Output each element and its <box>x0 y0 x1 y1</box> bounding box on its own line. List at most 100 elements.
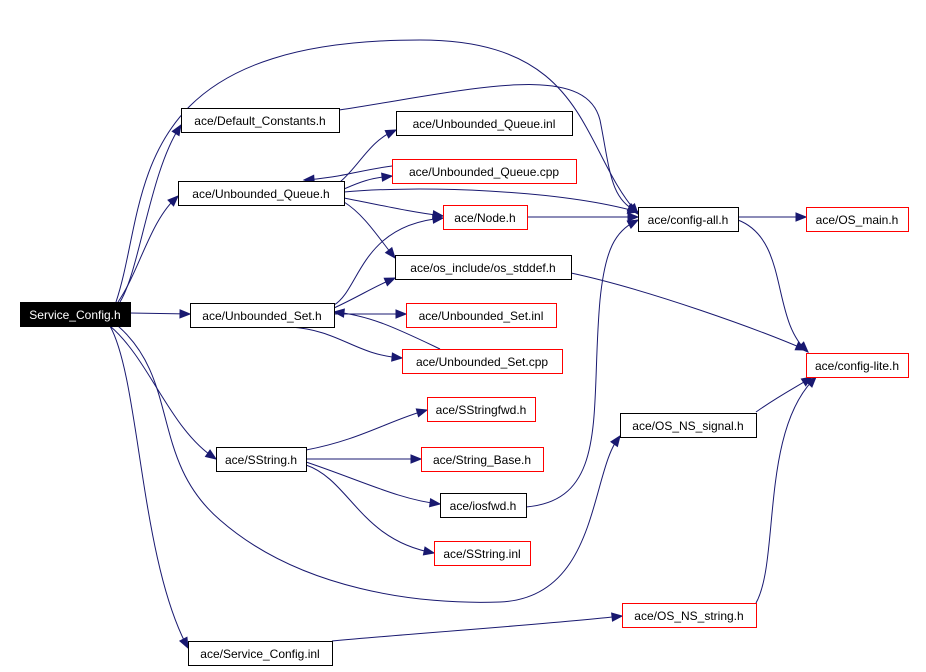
edge-default_constants_h-to-config_all_h <box>338 84 640 213</box>
node-unbounded-queue-cpp[interactable]: ace/Unbounded_Queue.cpp <box>392 159 577 184</box>
node-box[interactable] <box>402 349 563 374</box>
edge-arrowhead <box>627 212 640 222</box>
node-box[interactable] <box>434 541 531 566</box>
node-box[interactable] <box>421 447 544 472</box>
node-label: ace/OS_main.h <box>816 213 899 227</box>
node-box[interactable] <box>20 302 131 327</box>
node-iosfwd-h[interactable]: ace/iosfwd.h <box>440 493 527 518</box>
node-sstring-inl[interactable]: ace/SString.inl <box>434 541 531 566</box>
node-os-stddef-h[interactable]: ace/os_include/os_stddef.h <box>395 255 572 280</box>
node-os-ns-signal-h[interactable]: ace/OS_NS_signal.h <box>620 413 757 438</box>
edge-line <box>109 325 217 460</box>
edge-arrowhead <box>428 497 442 508</box>
edge-iosfwd_h-to-config_all_h <box>525 219 640 508</box>
node-box[interactable] <box>392 159 577 184</box>
node-label: ace/Unbounded_Queue.cpp <box>409 165 559 179</box>
node-label: ace/Unbounded_Queue.inl <box>413 117 556 131</box>
node-unbounded-set-cpp[interactable]: ace/Unbounded_Set.cpp <box>402 349 563 374</box>
node-unbounded-set-h[interactable]: ace/Unbounded_Set.h <box>190 303 335 328</box>
edge-sstring_h-to-string_base_h <box>306 454 423 464</box>
edge-arrowhead <box>611 612 624 622</box>
node-label: ace/OS_NS_string.h <box>634 609 743 623</box>
edge-line <box>115 39 639 303</box>
edge-arrowhead <box>167 195 179 207</box>
edge-arrowhead <box>794 341 808 351</box>
edge-line <box>119 124 182 303</box>
node-label: ace/SString.inl <box>443 547 520 561</box>
edge-sstring_h-to-sstring_inl <box>305 464 436 556</box>
node-box[interactable] <box>427 397 536 422</box>
edge-arrowhead <box>384 246 396 260</box>
node-label: ace/os_include/os_stddef.h <box>410 261 555 275</box>
edges-layer <box>109 39 817 650</box>
edge-line <box>117 325 621 603</box>
node-box[interactable] <box>440 493 527 518</box>
node-box[interactable] <box>181 108 340 133</box>
edge-unbounded_set_h-to-node_h <box>333 214 445 306</box>
node-string-base-h[interactable]: ace/String_Base.h <box>421 447 544 472</box>
edge-os_ns_string_h-to-config_lite_h <box>755 376 817 604</box>
edge-line <box>331 615 623 642</box>
node-config-all-h[interactable]: ace/config-all.h <box>638 207 739 232</box>
edge-unbounded_set_h-to-unbounded_set_cpp <box>289 326 404 362</box>
edge-service_config_h-to-unbounded_queue_h <box>117 195 179 303</box>
node-node-h[interactable]: ace/Node.h <box>443 205 528 230</box>
edge-arrowhead <box>432 214 445 224</box>
edge-arrowhead <box>395 309 408 319</box>
node-box[interactable] <box>622 603 757 628</box>
edge-os_stddef_h-to-config_lite_h <box>570 272 808 351</box>
node-box[interactable] <box>638 207 739 232</box>
node-box[interactable] <box>806 353 909 378</box>
node-service-config-h[interactable]: Service_Config.h <box>20 302 131 327</box>
node-label: ace/SString.h <box>225 453 297 467</box>
node-box[interactable] <box>396 111 573 136</box>
node-label: ace/config-all.h <box>648 213 729 227</box>
edge-arrowhead <box>610 434 621 448</box>
edge-line <box>117 195 179 303</box>
node-unbounded-queue-h[interactable]: ace/Unbounded_Queue.h <box>178 181 345 206</box>
node-box[interactable] <box>178 181 345 206</box>
edge-unbounded_set_cpp-to-unbounded_set_h <box>332 308 441 350</box>
node-sstring-h[interactable]: ace/SString.h <box>216 447 307 472</box>
edge-arrowhead <box>381 172 394 182</box>
node-label: ace/Node.h <box>454 211 515 225</box>
edge-unbounded_queue_h-to-os_stddef_h <box>343 201 396 260</box>
node-unbounded-set-inl[interactable]: ace/Unbounded_Set.inl <box>406 303 557 328</box>
node-unbounded-queue-inl[interactable]: ace/Unbounded_Queue.inl <box>396 111 573 136</box>
edge-arrowhead <box>332 308 345 318</box>
node-os-main-h[interactable]: ace/OS_main.h <box>806 207 909 232</box>
edge-line <box>305 461 441 505</box>
node-box[interactable] <box>216 447 307 472</box>
node-label: ace/Unbounded_Set.h <box>202 309 321 323</box>
edge-arrowhead <box>795 212 808 222</box>
edge-config_all_h-to-config_lite_h <box>737 219 809 353</box>
edge-service_config_h-to-os_ns_signal_h <box>117 325 621 603</box>
node-config-lite-h[interactable]: ace/config-lite.h <box>806 353 909 378</box>
edge-line <box>737 219 809 353</box>
node-sstringfwd-h[interactable]: ace/SStringfwd.h <box>427 397 536 422</box>
node-box[interactable] <box>188 641 333 666</box>
edge-unbounded_queue_h-to-config_all_h <box>343 188 640 214</box>
edge-sstring_h-to-iosfwd_h <box>305 461 442 508</box>
node-default-constants-h[interactable]: ace/Default_Constants.h <box>181 108 340 133</box>
edge-arrowhead <box>626 204 640 214</box>
edge-service_config_h-to-default_constants_h <box>119 123 182 303</box>
edge-arrowhead <box>422 546 436 556</box>
edge-line <box>289 326 403 359</box>
edge-line <box>305 464 435 554</box>
node-box[interactable] <box>620 413 757 438</box>
node-box[interactable] <box>190 303 335 328</box>
edge-arrowhead <box>626 219 640 230</box>
edge-arrowhead <box>204 449 218 460</box>
node-os-ns-string-h[interactable]: ace/OS_NS_string.h <box>622 603 757 628</box>
node-box[interactable] <box>806 207 909 232</box>
node-box[interactable] <box>395 255 572 280</box>
node-box[interactable] <box>443 205 528 230</box>
edge-arrowhead <box>415 408 429 418</box>
node-service-config-inl[interactable]: ace/Service_Config.inl <box>188 641 333 666</box>
edge-arrowhead <box>178 636 189 650</box>
node-label: Service_Config.h <box>29 308 120 322</box>
edge-arrowhead <box>171 123 182 137</box>
node-box[interactable] <box>406 303 557 328</box>
